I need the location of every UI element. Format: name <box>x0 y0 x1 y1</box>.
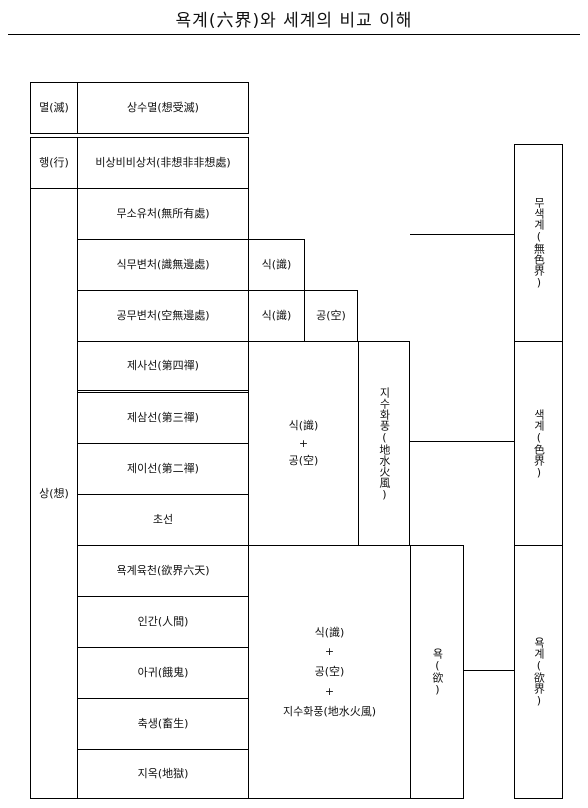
state-chuksaeng: 축생(畜生) <box>77 698 249 750</box>
realm-musaekgye: 무색계(無色界) <box>514 144 563 342</box>
realm-saekgye: 색계(色界) <box>514 341 563 546</box>
sik-gong-jisuhwapung-box: 식(識) + 공(空) + 지수화풍(地水火風) <box>248 545 411 799</box>
state-musoyucheo: 무소유처(無所有處) <box>77 188 249 240</box>
sik-box-2: 식(識) <box>248 290 305 342</box>
state-choseon: 초선 <box>77 494 249 546</box>
connector-yok <box>464 670 514 671</box>
title-underline <box>8 34 580 35</box>
myeol-label: 멸(滅) <box>30 82 78 134</box>
state-sangsumyeol: 상수멸(想受滅) <box>77 82 249 134</box>
connector-musaek <box>410 234 514 235</box>
state-gongmubyeoncheo: 공무변처(空無邊處) <box>77 290 249 342</box>
jisuhwapung-text: 지수화풍(地水火風) <box>282 704 377 718</box>
connector-saek <box>410 441 514 442</box>
page-title: 욕계(六界)와 세계의 비교 이해 <box>175 11 413 31</box>
gong-text: 공(空) <box>288 454 319 468</box>
state-bisangbibisangcheo: 비상비비상처(非想非非想處) <box>77 137 249 189</box>
state-ingan: 인간(人間) <box>77 596 249 648</box>
state-agwi: 아귀(餓鬼) <box>77 647 249 699</box>
sik-gong-box: 식(識) + 공(空) <box>248 341 359 546</box>
yok-box: 욕(欲) <box>410 545 464 799</box>
gong-text-2: 공(空) <box>314 665 345 679</box>
gong-box: 공(空) <box>304 290 358 342</box>
plus-sign-3: + <box>324 684 335 698</box>
plus-sign-2: + <box>324 645 335 659</box>
realm-yokgye: 욕계(欲界) <box>514 545 563 799</box>
jisuhwapung-vertical: 지수화풍(地水火風) <box>377 386 391 501</box>
state-jesamseon: 제삼선(第三禪) <box>77 392 249 444</box>
state-jeiseon: 제이선(第二禪) <box>77 443 249 495</box>
state-sikmubyeoncheo: 식무변처(識無邊處) <box>77 239 249 291</box>
state-jiok: 지옥(地獄) <box>77 749 249 799</box>
sik-text-2: 식(識) <box>314 625 345 639</box>
sik-box-1: 식(識) <box>248 239 305 291</box>
jisuhwapung-box: 지수화풍(地水火風) <box>358 341 410 546</box>
state-jesaseon: 제사선(第四禪) <box>77 341 249 391</box>
sik-text: 식(識) <box>288 418 319 432</box>
haeng-label: 행(行) <box>30 137 78 189</box>
state-yokgyeyukcheon: 욕계육천(欲界六天) <box>77 545 249 597</box>
yok-vertical: 욕(欲) <box>430 648 444 696</box>
plus-sign: + <box>298 436 309 450</box>
sang-label: 상(想) <box>30 188 78 799</box>
